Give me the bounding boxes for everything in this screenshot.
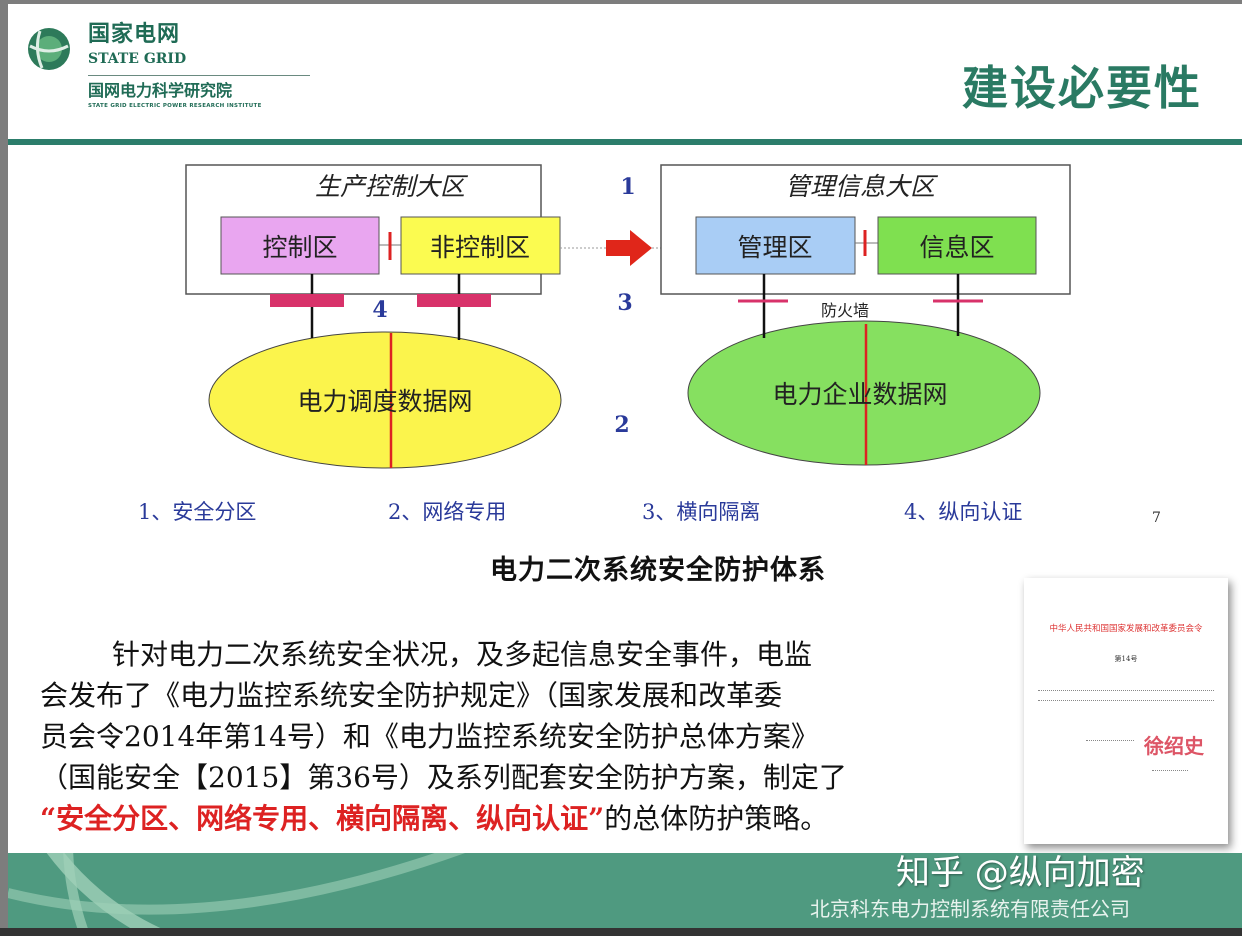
para-line: 针对电力二次系统安全状况，及多起信息安全事件，电监 xyxy=(112,638,813,671)
signature: 徐绍史 xyxy=(1144,734,1204,758)
arrow-icon xyxy=(606,230,652,266)
strategy-highlight: “安全分区、网络专用、横向隔离、纵向认证” xyxy=(40,802,605,835)
slide-title: 建设必要性 xyxy=(962,61,1202,115)
para-line: 会发布了《电力监控系统安全防护规定》（国家发展和改革委 xyxy=(40,679,783,712)
institute-cn: 国网电力科学研究院 xyxy=(88,81,233,100)
header-rule xyxy=(8,139,1242,145)
globe-arc-decoration xyxy=(8,853,466,928)
para-tail: 的总体防护策略。 xyxy=(604,802,829,835)
enterprise-network-label: 电力企业数据网 xyxy=(772,380,947,409)
noncontrol-area-box xyxy=(400,216,561,275)
info-area-box xyxy=(877,216,1037,275)
principle-4: 4、纵向认证 xyxy=(904,500,1023,524)
control-area-box xyxy=(220,216,380,275)
principle-1: 1、安全分区 xyxy=(138,500,257,524)
noncontrol-area-label: 非控制区 xyxy=(430,233,530,262)
footer-band: 知乎 @纵向加密 北京科东电力控制系统有限责任公司 xyxy=(8,853,1242,928)
decree-document-image: 中华人民共和国国家发展和改革委员会令 第14号 徐绍史 xyxy=(1024,578,1228,844)
marker-1: 1 xyxy=(620,174,635,200)
info-area-label: 信息区 xyxy=(919,233,994,262)
institute-en: STATE GRID ELECTRIC POWER RESEARCH INSTI… xyxy=(88,103,262,109)
diagram-caption: 电力二次系统安全防护体系 xyxy=(490,555,826,586)
dispatch-network-ellipse xyxy=(208,331,562,469)
encryption-device xyxy=(270,294,344,307)
footer-org: 北京科东电力控制系统有限责任公司 xyxy=(810,897,1130,921)
marker-3: 3 xyxy=(617,290,632,316)
encryption-device xyxy=(417,294,491,307)
decree-number: 第14号 xyxy=(1114,655,1138,663)
management-area-label: 管理区 xyxy=(737,233,812,262)
para-line: （国能安全【2015】第36号）及系列配套安全防护方案，制定了 xyxy=(40,761,847,794)
firewall-label: 防火墙 xyxy=(821,301,869,320)
logo-cn: 国家电网 xyxy=(88,22,181,47)
management-zone-label: 管理信息大区 xyxy=(785,172,939,201)
page-number: 7 xyxy=(1152,510,1161,526)
marker-4: 4 xyxy=(372,297,387,323)
body-paragraph: 针对电力二次系统安全状况，及多起信息安全事件，电监 会发布了《电力监控系统安全防… xyxy=(40,634,1010,839)
divider xyxy=(88,75,310,76)
marker-2: 2 xyxy=(614,412,629,438)
management-area-box xyxy=(695,216,856,275)
dispatch-network-label: 电力调度数据网 xyxy=(297,387,472,416)
control-area-label: 控制区 xyxy=(262,233,337,262)
bottom-strip xyxy=(0,928,1242,936)
watermark: 知乎 @纵向加密 xyxy=(896,853,1145,893)
enterprise-network-ellipse xyxy=(687,320,1041,466)
principle-3: 3、横向隔离 xyxy=(642,500,761,524)
security-zones-diagram: 生产控制大区 控制区 非控制区 管理信息大区 管理区 信息区 电力调度数据网 电… xyxy=(185,164,1071,469)
logo-en: STATE GRID xyxy=(88,51,187,67)
decree-heading: 中华人民共和国国家发展和改革委员会令 xyxy=(1049,624,1203,634)
principle-2: 2、网络专用 xyxy=(388,500,507,524)
production-zone-label: 生产控制大区 xyxy=(315,172,469,201)
state-grid-globe-logo xyxy=(28,28,70,70)
para-line: 员会令2014年第14号）和《电力监控系统安全防护总体方案》 xyxy=(40,720,819,753)
